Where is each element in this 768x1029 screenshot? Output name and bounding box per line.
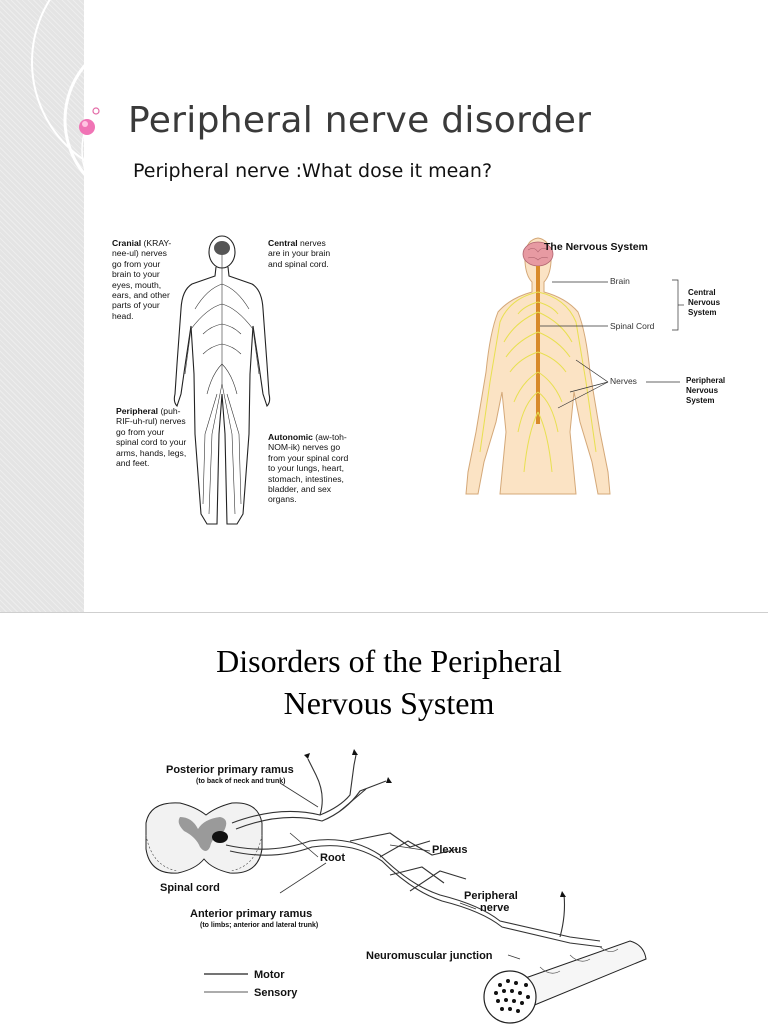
label-posterior-ramus-sub: (to back of neck and trunk) xyxy=(196,778,285,785)
slide-subtitle: Peripheral nerve :What dose it mean? xyxy=(133,160,493,182)
label-spinal-cord: Spinal Cord xyxy=(610,321,655,331)
slide-title: Peripheral nerve disorder xyxy=(128,100,592,141)
label-anterior-ramus-sub: (to limbs; anterior and lateral trunk) xyxy=(200,922,318,929)
legend-sensory: Sensory xyxy=(254,987,298,999)
legend xyxy=(204,973,248,993)
label-autonomic: Autonomic (aw-toh-NOM-ik) nerves go from… xyxy=(268,432,349,505)
nervous-system-diagram: The Nervous System Brain Spinal Cord Ner… xyxy=(440,232,766,502)
slide-2-title-line-1: Disorders of the Peripheral xyxy=(216,643,562,679)
label-peripheral-nerve-2: nerve xyxy=(480,902,509,914)
label-nerves: Nerves xyxy=(610,376,637,386)
nervous-system-body-figure: Cranial (KRAY-nee-ul) nerves go from you… xyxy=(112,230,362,530)
spinal-cord-section xyxy=(145,802,263,874)
label-plexus: Plexus xyxy=(432,844,467,856)
label-root: Root xyxy=(320,852,345,864)
label-peripheral-nervous-system: Peripheral Nervous System xyxy=(686,376,726,405)
slide-1: Peripheral nerve disorder Peripheral ner… xyxy=(0,0,766,612)
slide-sidebar xyxy=(0,0,84,612)
body-outline-illustration xyxy=(173,235,271,525)
slide-2-title-line-2: Nervous System xyxy=(283,685,495,721)
diagram-title: The Nervous System xyxy=(544,241,648,253)
slide-separator xyxy=(0,612,768,613)
label-brain: Brain xyxy=(610,276,630,286)
legend-motor: Motor xyxy=(254,969,285,981)
label-central: Central nerves are in your brain and spi… xyxy=(268,238,331,269)
nerve-pathway-illustration: Posterior primary ramus (to back of neck… xyxy=(145,749,647,1024)
peripheral-nerve-diagram: Posterior primary ramus (to back of neck… xyxy=(140,745,650,1024)
label-central-nervous-system: Central Nervous System xyxy=(688,288,721,317)
decorative-circles xyxy=(31,0,200,219)
label-spinal-cord: Spinal cord xyxy=(160,882,220,894)
muscle-fiber xyxy=(483,940,647,1024)
slide-2-title: Disorders of the Peripheral Nervous Syst… xyxy=(84,640,694,724)
torso-illustration xyxy=(465,237,684,495)
label-anterior-ramus: Anterior primary ramus xyxy=(190,908,312,920)
label-peripheral-nerve-1: Peripheral xyxy=(464,890,518,902)
label-cranial: Cranial (KRAY-nee-ul) nerves go from you… xyxy=(112,238,172,321)
label-posterior-ramus: Posterior primary ramus xyxy=(166,764,294,776)
label-peripheral: Peripheral (puh-RIF-uh-rul) nerves go fr… xyxy=(116,406,187,469)
label-neuromuscular-junction: Neuromuscular junction xyxy=(366,950,493,962)
